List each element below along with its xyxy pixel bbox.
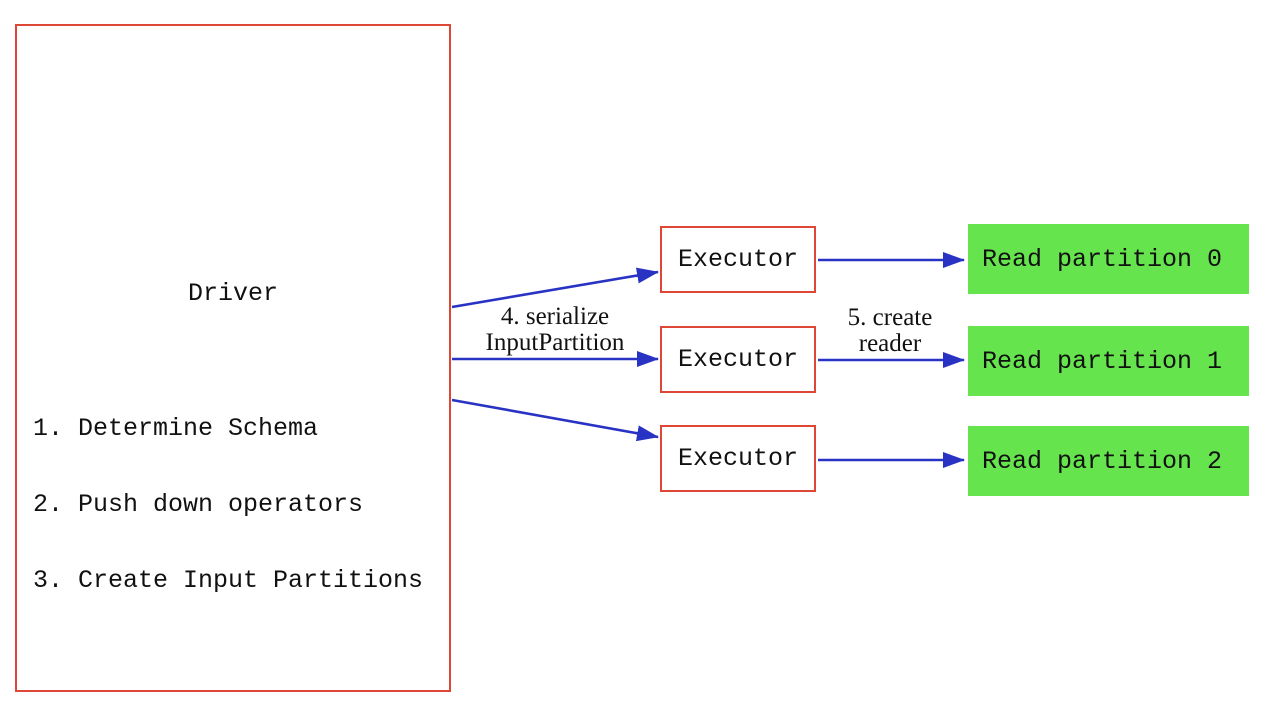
edge-label-serialize-line2: InputPartition — [485, 329, 625, 356]
driver-node: Driver 1. Determine Schema 2. Push down … — [15, 24, 451, 692]
driver-title: Driver — [187, 279, 278, 308]
executor-label-1: Executor — [677, 245, 799, 274]
executor-node-3: Executor — [660, 425, 816, 492]
read-partition-label-1: Read partition 1 — [982, 346, 1223, 376]
driver-step-3: 3. Create Input Partitions — [33, 566, 424, 596]
read-partition-node-1: Read partition 1 — [968, 326, 1249, 396]
driver-step-2: 2. Push down operators — [33, 490, 364, 520]
driver-steps-list: 1. Determine Schema 2. Push down operato… — [33, 365, 423, 644]
edge-label-create-reader: 5. create reader — [800, 305, 980, 357]
arrow-driver-to-executor-1 — [451, 267, 659, 309]
edge-label-serialize-line1: 4. serialize — [500, 303, 610, 330]
edge-label-serialize-inputpartition: 4. serialize InputPartition — [455, 304, 655, 356]
executor-node-2: Executor — [660, 326, 816, 393]
read-partition-label-0: Read partition 0 — [982, 244, 1223, 274]
read-partition-node-2: Read partition 2 — [968, 426, 1249, 496]
executor-label-3: Executor — [677, 444, 799, 473]
read-partition-node-0: Read partition 0 — [968, 224, 1249, 294]
executor-label-2: Executor — [677, 345, 799, 374]
executor-node-1: Executor — [660, 226, 816, 293]
arrow-driver-to-executor-3 — [451, 398, 659, 442]
driver-step-1: 1. Determine Schema — [33, 413, 319, 443]
edge-label-create-reader-line2: reader — [858, 330, 922, 357]
edge-label-create-reader-line1: 5. create — [847, 304, 933, 331]
read-partition-label-2: Read partition 2 — [982, 446, 1223, 476]
